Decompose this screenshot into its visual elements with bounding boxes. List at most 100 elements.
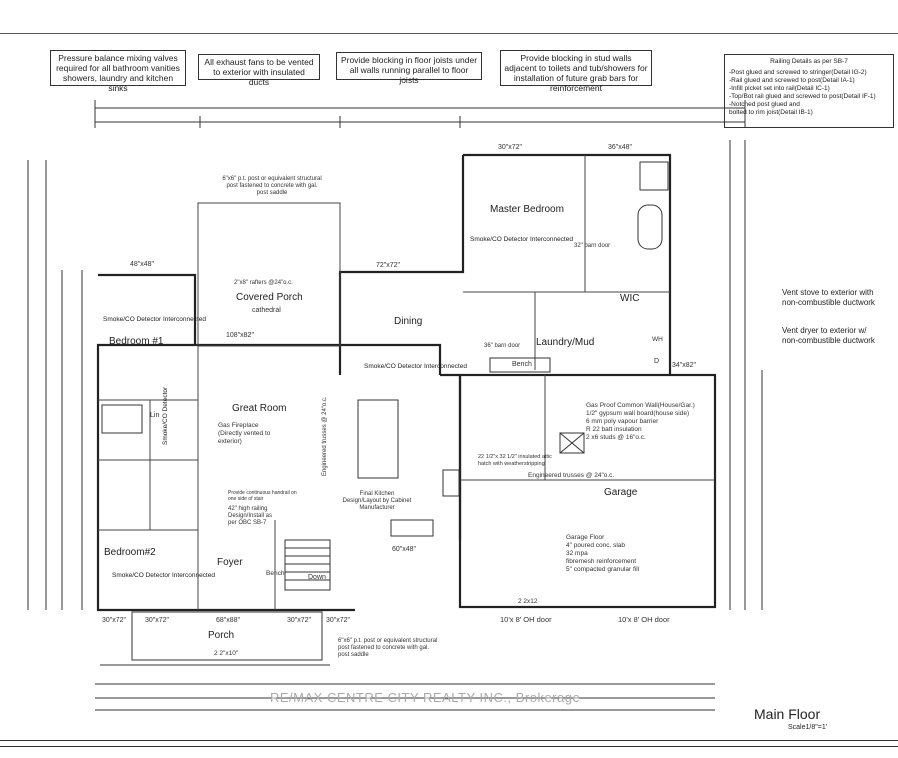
railing-details-box: Railing Details as per SB-7 -Post glued … (724, 54, 894, 128)
garage-floor-line: fibremesh reinforcement (566, 558, 637, 565)
rafters-note: 2"x8" rafters @24"o.c. (234, 280, 293, 286)
interior-walls (98, 155, 715, 610)
room-wic: WIC (620, 293, 640, 304)
smoke-detector-dining: Smoke/CO Detector Interconnected (364, 363, 467, 370)
water-heater-label: WH (652, 336, 663, 343)
garage-floor-line: 4" poured conc. slab (566, 542, 626, 549)
window-36x48-top: 36"x48" (608, 144, 633, 151)
garage-floor-line: 5" compacted granular fill (566, 566, 640, 573)
railing-title: Railing Details as per SB-7 (770, 58, 848, 65)
dryer-label: D (654, 358, 660, 365)
note-vent-dryer: Vent dryer to exterior w/ non-combustibl… (782, 326, 882, 346)
window-30x72-b3: 30"x72" (287, 617, 312, 624)
engineered-trusses-note: Engineered trusses @ 24"o.c. (322, 396, 328, 476)
fireplace-label: Gas Fireplace (Directly vented to exteri… (218, 422, 271, 445)
common-wall-line: 1/2" gypsum wall board(house side) (586, 410, 690, 417)
vent-dryer-text: Vent dryer to exterior w/ non-combustibl… (782, 326, 875, 345)
window-30x72-b1: 30"x72" (102, 617, 127, 624)
cathedral-label: cathedral (252, 307, 281, 314)
vent-stove-text: Vent stove to exterior with non-combusti… (782, 288, 875, 307)
post-note-top: 6"x6" p.t. post or equivalent structural… (222, 176, 322, 196)
garage-floor-note: Garage Floor 4" poured conc. slab 32 mpa… (566, 534, 639, 574)
room-bedroom-1: Bedroom #1 (109, 336, 164, 347)
room-foyer: Foyer (217, 557, 243, 568)
bench-label: Bench (512, 361, 532, 368)
room-porch: Porch (208, 630, 235, 641)
note-floor-blocking: Provide blocking in floor joists under a… (336, 52, 482, 85)
garage-trusses-note: Engineered trusses @ 24"o.c. (528, 472, 615, 479)
note-grab-bars: Provide blocking in stud walls adjacent … (500, 50, 652, 93)
stair-down-label: Down (308, 574, 326, 581)
window-30x72-b2: 30"x72" (145, 617, 170, 624)
range (442, 469, 460, 497)
smoke-detector-hall: Smoke/CO Detector (162, 386, 169, 445)
guard-note: 42" high railing Design/Install as per O… (228, 506, 273, 526)
note-exhaust-fans: All exhaust fans to be vented to exterio… (198, 54, 320, 87)
attic-hatch-cross (559, 432, 585, 454)
door-108x82: 108"x82" (226, 332, 254, 339)
room-master-bedroom: Master Bedroom (490, 204, 564, 215)
note-vent-stove: Vent stove to exterior with non-combusti… (782, 288, 880, 308)
door-68x88: 68"x88" (216, 617, 241, 624)
room-dining: Dining (394, 316, 423, 327)
laundry-bench (489, 357, 551, 373)
shower (639, 161, 669, 191)
room-great-room: Great Room (232, 403, 287, 414)
attic-hatch (559, 432, 585, 454)
foyer-bench-label: Bench (266, 570, 285, 577)
kitchen-design-note: Final Kitchen Design/Layout by Cabinet M… (342, 491, 412, 511)
common-wall-line: R 22 batt insulation (586, 426, 642, 433)
garage-floor-line: 32 mpa (566, 550, 588, 557)
railing-item: -Rail glued and screwed to post(Detail I… (729, 77, 855, 84)
smoke-detector-master: Smoke/CO Detector Interconnected (470, 236, 573, 243)
garage-floor-line: Garage Floor (566, 534, 605, 541)
sheet-top-border (0, 33, 898, 34)
sheet-bottom-border-inner (0, 746, 898, 747)
attic-hatch-note: 22 1/2"x 32 1/2" insulated attic hatch w… (478, 454, 552, 467)
plan-scale: Scale1/8"=1' (788, 724, 828, 731)
room-garage: Garage (604, 487, 638, 498)
window-72x72: 72"x72" (376, 262, 401, 269)
common-wall-line: 6 mm poly vapour barrier (586, 418, 659, 425)
window-30x72-b4: 30"x72" (326, 617, 351, 624)
railing-item: -Post glued and screwed to stringer(Deta… (729, 69, 867, 76)
garage-common-wall-note: Gas Proof Common Wall(House/Gar.) 1/2" g… (586, 402, 695, 442)
window-48x48: 48"x48" (130, 261, 155, 268)
kitchen-island (357, 399, 399, 479)
room-laundry: Laundry/Mud (536, 337, 595, 348)
garage-lintel-1: 2 2x12 (518, 598, 538, 605)
dimension-lines (27, 100, 763, 711)
brokerage-watermark: RE/MAX CENTRE CITY REALTY INC., Brokerag… (270, 690, 581, 705)
smoke-detector-bedroom1: Smoke/CO Detector Interconnected (103, 316, 206, 323)
sheet-bottom-border (0, 740, 898, 741)
common-wall-line: Gas Proof Common Wall(House/Gar.) (586, 402, 695, 409)
overhead-door-2: 10'x 8' OH door (618, 615, 670, 624)
bathtub (101, 404, 143, 434)
handrail-note: Provide continuous handrail on one side … (228, 490, 297, 502)
stairs (284, 539, 331, 591)
linen-label: Lin (150, 412, 160, 419)
porch-lintel: 2 2"x10" (214, 650, 239, 657)
barn-door-laundry-label: 36" barn door (484, 343, 521, 349)
railing-item: -Top/Bot rail glued and screwed to post(… (729, 93, 876, 100)
common-wall-line: 2 x6 studs @ 16"o.c. (586, 434, 646, 441)
post-note-bottom: 6"x6" p.t. post or equivalent structural… (338, 638, 438, 658)
room-bedroom-2: Bedroom#2 (104, 547, 156, 558)
smoke-detector-bedroom2: Smoke/CO Detector Interconnected (112, 572, 215, 579)
kitchen-sink (390, 519, 434, 537)
freestanding-tub (637, 204, 663, 250)
railing-item: -Notched post glued and (729, 101, 800, 108)
plan-title: Main Floor (754, 706, 821, 722)
room-covered-porch: Covered Porch (236, 292, 303, 303)
window-30x72-top: 30"x72" (498, 144, 523, 151)
window-60x48: 60"x48" (392, 546, 417, 553)
railing-item: -Infill picket set into rail(Detail IC-1… (729, 85, 830, 92)
railing-item: bolted to rim joist(Detail IB-1) (729, 109, 813, 116)
barn-door-master-label: 32" barn door (574, 243, 611, 249)
door-34x82: 34"x82" (672, 362, 697, 369)
overhead-door-1: 10'x 8' OH door (500, 615, 552, 624)
porch-outline (100, 611, 330, 666)
note-pressure-valves: Pressure balance mixing valves required … (50, 50, 186, 93)
